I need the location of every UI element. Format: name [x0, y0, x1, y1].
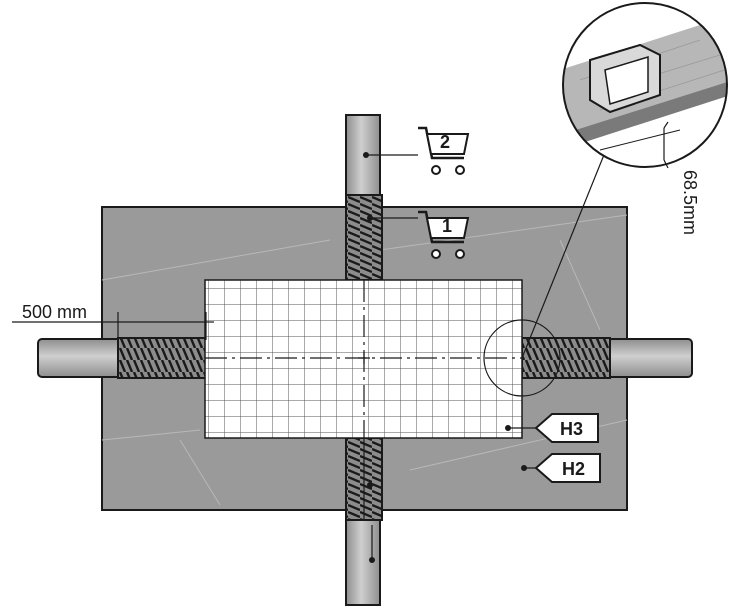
slab-texture — [101, 214, 628, 506]
sleeve-top — [345, 194, 383, 281]
dimension-500 — [12, 312, 214, 340]
tag-h3-label: H3 — [560, 419, 583, 439]
cart-1-number: 1 — [442, 216, 452, 236]
tag-h2-label: H2 — [562, 459, 585, 479]
zoom-detail — [562, 2, 728, 169]
dimension-500-label: 500 mm — [22, 302, 87, 322]
cart-icon-2 — [418, 126, 470, 175]
tag-h3 — [534, 413, 599, 443]
leader-dots — [363, 152, 527, 563]
pipe-left — [37, 338, 129, 378]
cart-2-number: 2 — [440, 132, 450, 152]
pipe-right — [599, 338, 693, 378]
tag-h2 — [534, 453, 601, 483]
pipe-bottom — [345, 504, 381, 606]
detail-marker-circle — [483, 319, 561, 397]
sleeve-right — [521, 337, 611, 379]
cart-icon-1 — [418, 210, 470, 259]
sleeve-left — [117, 337, 207, 379]
profile-height-label: 68.5mm — [680, 170, 700, 235]
center-axes — [205, 280, 522, 520]
